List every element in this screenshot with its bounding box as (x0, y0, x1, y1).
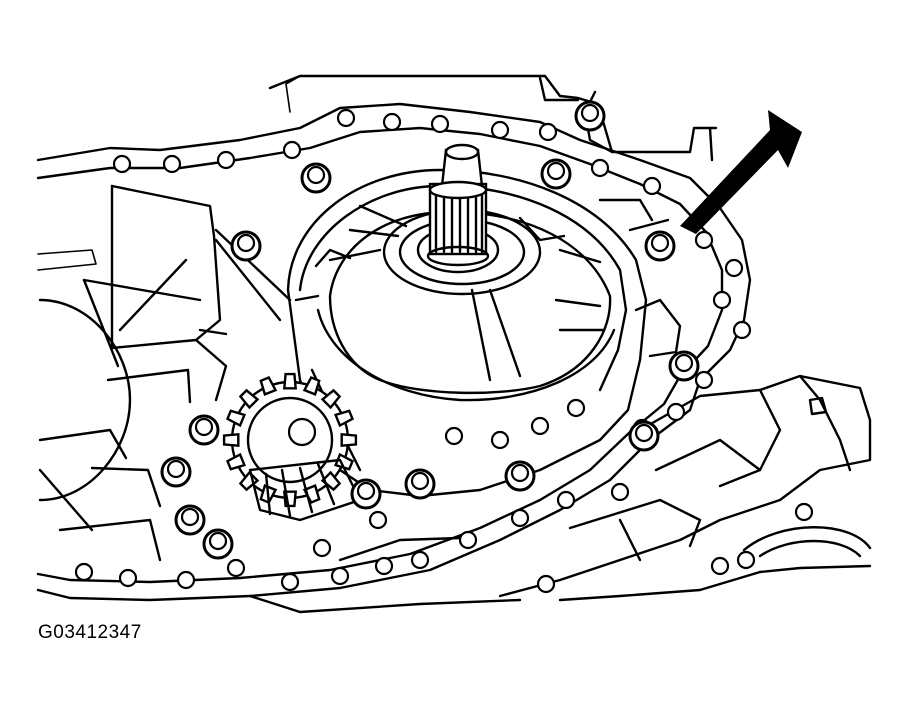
flange-hole (736, 550, 756, 570)
bolt-head (356, 481, 376, 501)
flange-hole (490, 120, 510, 140)
flange-hole (118, 568, 138, 588)
flange-hole (74, 562, 94, 582)
arrow-pointer-icon (680, 110, 802, 234)
gear-tooth (340, 432, 358, 448)
bolt-head (166, 459, 186, 479)
flange-hole (694, 230, 714, 250)
gear-tooth (259, 375, 278, 397)
upper-housing (268, 74, 718, 162)
flange-hole (336, 108, 356, 128)
bolt-head (634, 423, 654, 443)
bolt-head (208, 531, 228, 551)
flange-hole (694, 370, 714, 390)
flange-hole (666, 402, 686, 422)
gear-tooth (320, 388, 342, 410)
gear-tooth (333, 409, 355, 428)
gear-tooth (302, 483, 321, 505)
flange-hole (374, 556, 394, 576)
gear-tooth (333, 452, 355, 471)
gear-tooth (238, 388, 260, 410)
bolt-head (236, 233, 256, 253)
flange-hole (590, 158, 610, 178)
flange-hole (490, 430, 510, 450)
flange-hole (724, 258, 744, 278)
flange-hole (458, 530, 478, 550)
case-flange (36, 102, 752, 602)
gear-tooth (222, 432, 240, 448)
bolt-head (580, 103, 600, 123)
flange-hole (282, 140, 302, 160)
flange-hole (510, 508, 530, 528)
flange-hole (538, 122, 558, 142)
flange-hole (176, 570, 196, 590)
bolt-head (410, 471, 430, 491)
flange-hole (732, 320, 752, 340)
flange-hole (536, 574, 556, 594)
flange-hole (710, 556, 730, 576)
input-shaft (426, 143, 490, 267)
flange-hole (556, 490, 576, 510)
pump-bolts (160, 100, 700, 560)
flange-hole (226, 558, 246, 578)
flange-hole (566, 398, 586, 418)
bolt-head (546, 161, 566, 181)
gear-tooth (225, 409, 247, 428)
bolt-head (510, 463, 530, 483)
lower-right-housing (248, 374, 872, 614)
figure-code: G03412347 (38, 622, 142, 643)
flange-hole (530, 416, 550, 436)
gear-tooth (302, 375, 321, 397)
bolt-head (674, 353, 694, 373)
bolt-head (180, 507, 200, 527)
flange-holes (74, 108, 814, 594)
flange-hole (312, 538, 332, 558)
flange-hole (216, 150, 236, 170)
flange-hole (610, 482, 630, 502)
bolt-head (306, 165, 326, 185)
flange-hole (162, 154, 182, 174)
flange-hole (112, 154, 132, 174)
flange-hole (410, 550, 430, 570)
flange-hole (280, 572, 300, 592)
pump-drive-gear (222, 372, 362, 522)
flange-hole (330, 566, 350, 586)
gear-tooth (320, 470, 342, 492)
gear-tooth (225, 452, 247, 471)
flange-hole (444, 426, 464, 446)
left-housing (38, 184, 292, 562)
flange-hole (712, 290, 732, 310)
flange-hole (794, 502, 814, 522)
gear-tooth (282, 372, 298, 390)
flange-hole (642, 176, 662, 196)
flange-hole (382, 112, 402, 132)
flange-hole (368, 510, 388, 530)
bolt-head (194, 417, 214, 437)
bolt-head (650, 233, 670, 253)
flange-hole (430, 114, 450, 134)
